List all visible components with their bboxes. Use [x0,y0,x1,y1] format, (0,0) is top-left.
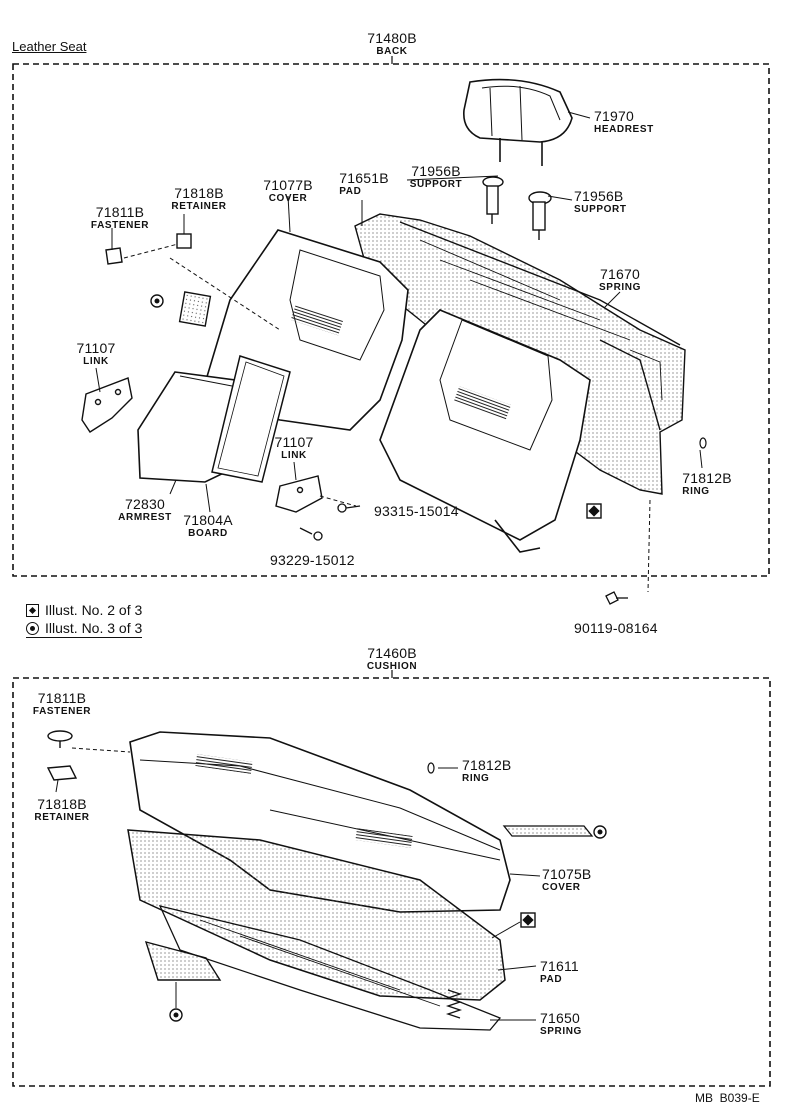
headrest-drawing [463,78,573,166]
back-part-name: BACK [376,46,408,57]
bolt-93315-drawing [337,503,361,513]
support-right-name: SUPPORT [574,204,627,215]
board-number: 71804A [183,512,233,528]
cushion-part-number: 71460B [367,645,417,661]
spring-cushion-name: SPRING [540,1026,582,1037]
retainer-detail-drawing [178,291,212,327]
label-fastener-back: 71811B FASTENER [91,204,149,231]
ring-back-name: RING [682,486,710,497]
label-bolt-90119: 90119-08164 [574,620,658,636]
armrest-number: 72830 [125,496,165,512]
ring-cushion-name: RING [462,773,490,784]
ring-cushion-drawing [427,762,435,774]
label-board: 71804A BOARD [183,512,232,539]
label-ring-back: 71812B RING [682,470,731,497]
label-support-left: 71956B SUPPORT [410,163,463,190]
ring-cushion-number: 71812B [462,757,512,773]
fastener-cushion-number: 71811B [37,690,87,706]
retainer-back-number: 71818B [174,185,224,201]
page-title: Leather Seat [12,39,87,54]
label-pad-cushion: 71611 PAD [540,958,579,985]
pad-cushion-number: 71611 [540,958,579,974]
retainer-back-drawing [176,233,192,249]
label-cover-cushion: 71075B COVER [542,866,591,893]
legend-item-2-text: Illust. No. 2 of 3 [45,602,143,618]
board-name: BOARD [188,528,228,539]
label-pad-back: 71651B PAD [339,170,388,197]
fastener-cushion-name: FASTENER [32,706,92,717]
label-link-left: 71107 LINK [77,340,116,367]
legend-item-3-text: Illust. No. 3 of 3 [45,620,143,636]
cover-back-name: COVER [268,193,308,204]
cover-back-number: 71077B [263,177,313,193]
pad-back-number: 71651B [339,170,389,186]
square-diamond-icon [26,603,39,617]
bolt-90119-drawing [605,591,628,605]
support-right-number: 71956B [574,188,624,204]
board-drawing [211,355,291,483]
retainer-cushion-drawing [46,765,78,781]
support-left-number: 71956B [411,163,461,179]
back-frame [12,63,770,577]
ring-back-number: 71812B [682,470,732,486]
support-left-drawing [482,176,504,224]
footer-code: MB B039-E [695,1091,760,1105]
cover-cushion-number: 71075B [542,866,592,882]
spring-back-number: 71670 [600,266,640,282]
fastener-cushion-drawing [47,730,73,748]
label-armrest: 72830 ARMREST [118,496,172,523]
fastener-back-drawing [105,247,123,265]
bolt-93229-drawing [299,527,323,541]
pad-back-name: PAD [339,186,362,197]
cushion-pad-drawing [127,829,506,1001]
headrest-name: HEADREST [594,124,654,135]
support-right-drawing [528,191,552,240]
cover-cushion-name: COVER [542,882,581,893]
link-mid-number: 71107 [274,434,314,450]
label-bolt-93315: 93315-15014 [374,503,459,519]
cushion-part-name: CUSHION [366,661,418,672]
legend-item-3: Illust. No. 3 of 3 [26,619,143,638]
label-spring-back: 71670 SPRING [599,266,641,293]
support-left-name: SUPPORT [409,179,463,190]
cushion-spring-drawing [158,905,502,1031]
retainer-cushion-name: RETAINER [34,812,90,823]
label-headrest: 71970 HEADREST [594,108,654,135]
link-mid-drawing [275,475,323,513]
back-section-header: 71480B BACK [367,30,416,57]
retainer-back-name: RETAINER [171,201,227,212]
label-retainer-cushion: 71818B RETAINER [34,796,89,823]
label-retainer-back: 71818B RETAINER [171,185,226,212]
label-support-right: 71956B SUPPORT [574,188,627,215]
link-mid-name: LINK [281,450,307,461]
armrest-name: ARMREST [118,512,172,523]
cushion-frame [12,677,771,1087]
cushion-pad-detail-drawing [502,825,594,837]
spring-cushion-number: 71650 [540,1010,580,1026]
back-part-number: 71480B [367,30,417,46]
spring-back-name: SPRING [599,282,641,293]
fastener-back-name: FASTENER [90,220,150,231]
fastener-back-number: 71811B [95,204,145,220]
label-cover-back: 71077B COVER [263,177,312,204]
back-right-cover-drawing [379,309,591,553]
label-bolt-93229: 93229-15012 [270,552,355,568]
label-spring-cushion: 71650 SPRING [540,1010,582,1037]
headrest-number: 71970 [594,108,634,124]
cushion-retainer-detail-drawing [144,940,222,981]
legend-item-2: Illust. No. 2 of 3 [26,601,142,619]
label-ring-cushion: 71812B RING [462,757,511,784]
retainer-cushion-number: 71818B [37,796,87,812]
link-left-name: LINK [83,356,109,367]
circle-dot-icon [26,621,39,635]
ring-back-drawing [699,437,707,449]
label-fastener-cushion: 71811B FASTENER [33,690,91,717]
cushion-section-header: 71460B CUSHION [367,645,417,672]
pad-cushion-name: PAD [540,974,563,985]
legend: Illust. No. 2 of 3 Illust. No. 3 of 3 [26,601,143,638]
label-link-mid: 71107 LINK [275,434,314,461]
link-left-drawing [81,377,133,433]
link-left-number: 71107 [76,340,116,356]
